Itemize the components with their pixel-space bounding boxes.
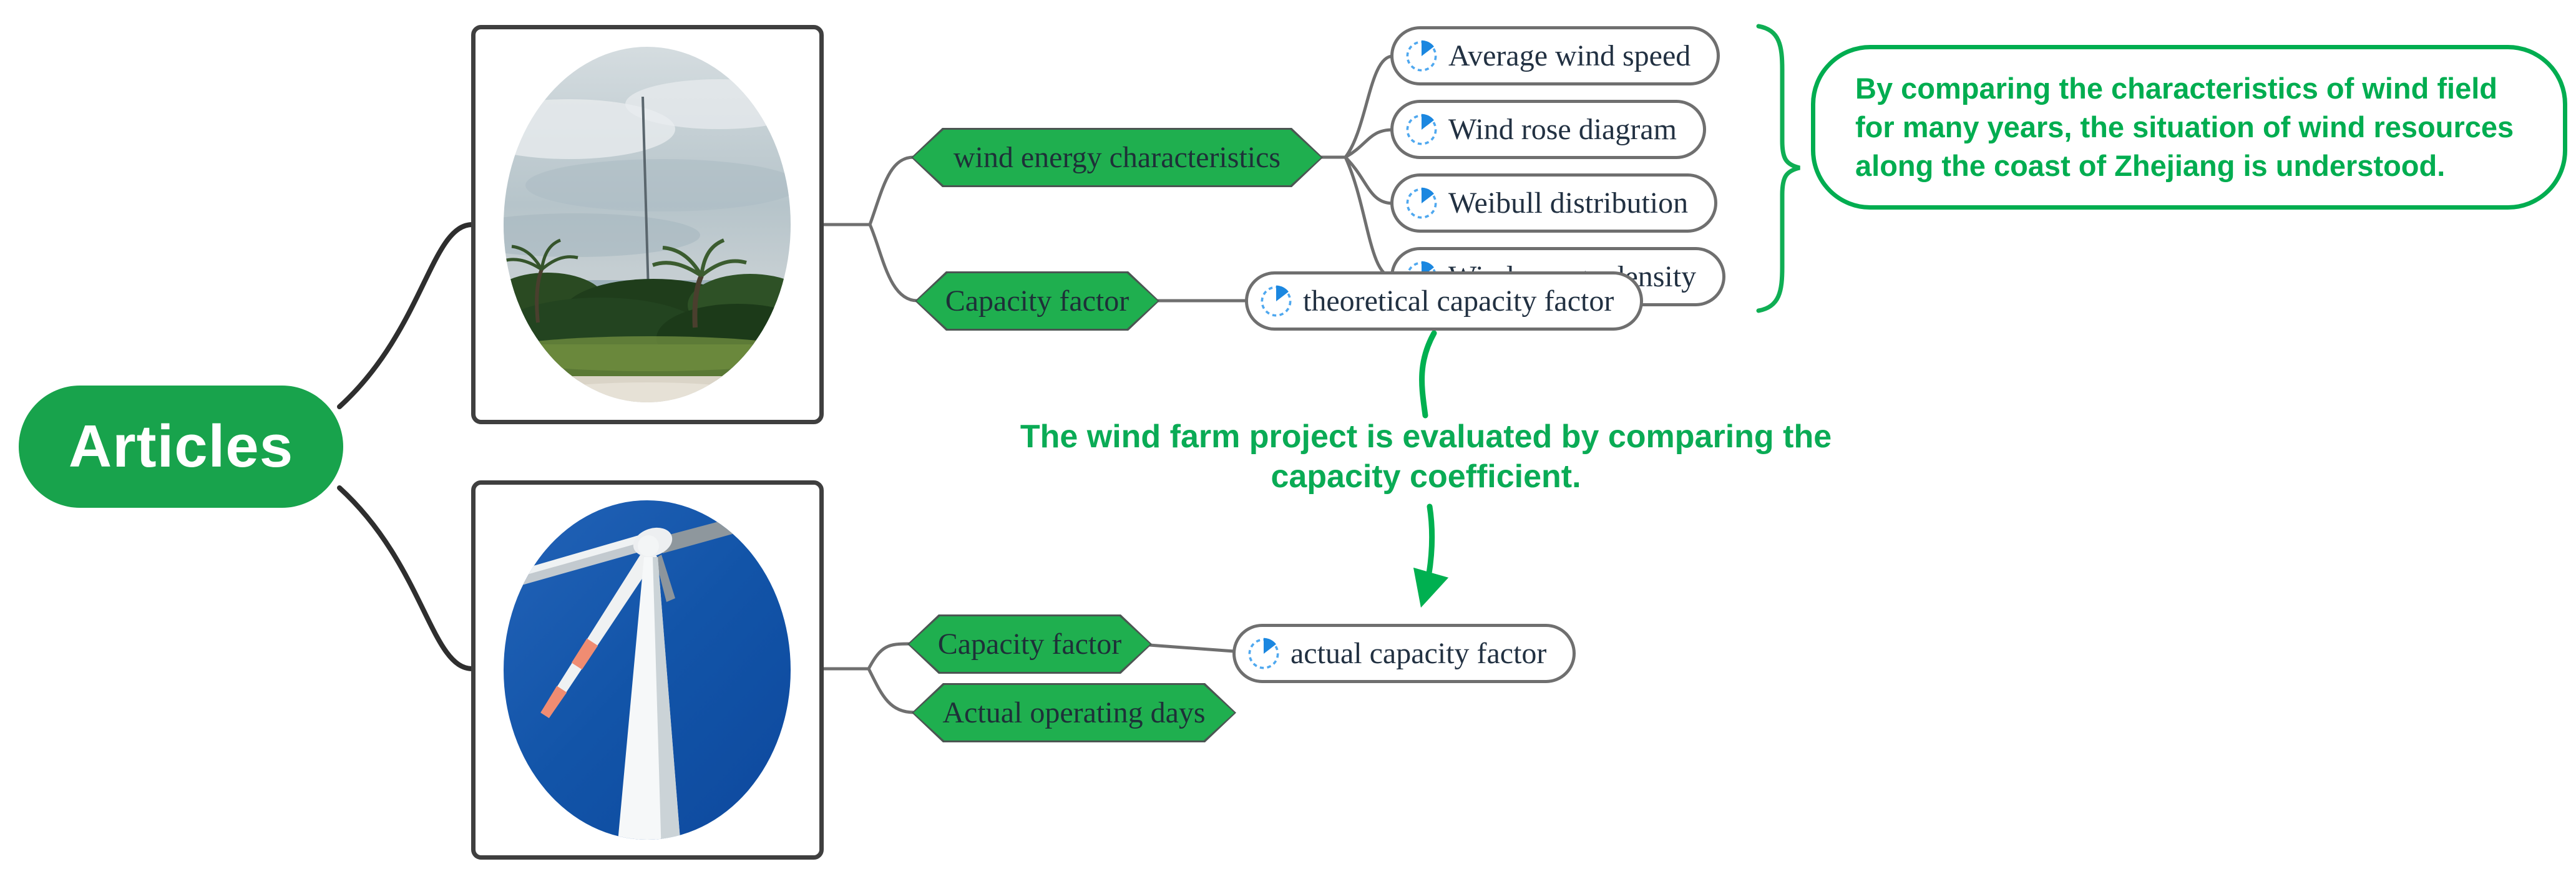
subtopic-average-wind-speed[interactable]: Average wind speed bbox=[1390, 26, 1720, 85]
pie-progress-icon bbox=[1261, 285, 1292, 316]
topic-label: actual capacity factor bbox=[1290, 637, 1547, 670]
relationship-text: The wind farm project is evaluated by co… bbox=[1020, 419, 1832, 495]
subtopic-label: Weibull distribution bbox=[1448, 187, 1689, 220]
tag-label: wind energy characteristics bbox=[953, 141, 1281, 174]
photo-topic-wind-turbine[interactable] bbox=[471, 480, 824, 860]
root-branch-curves bbox=[337, 222, 475, 671]
photo-topic-anemometer-tower[interactable] bbox=[471, 25, 824, 424]
relationship-arrow bbox=[1413, 330, 1449, 608]
tag-capacity-factor-top[interactable]: Capacity factor bbox=[915, 271, 1159, 331]
tag-label: Actual operating days bbox=[942, 696, 1206, 729]
tag-fill bbox=[917, 273, 1158, 329]
wind-turbine-photo bbox=[504, 500, 791, 840]
pie-progress-icon bbox=[1406, 40, 1437, 71]
topic-label: theoretical capacity factor bbox=[1303, 284, 1614, 318]
root-topic-label: Articles bbox=[68, 413, 294, 480]
curly-brace bbox=[1756, 24, 1800, 313]
tag-label: Capacity factor bbox=[937, 628, 1122, 661]
subtopic-label: Average wind speed bbox=[1448, 39, 1691, 72]
tag-capacity-factor-bottom[interactable]: Capacity factor bbox=[907, 614, 1152, 674]
subtopic-wind-rose-diagram[interactable]: Wind rose diagram bbox=[1390, 100, 1706, 159]
topic-actual-capacity-factor[interactable]: actual capacity factor bbox=[1232, 624, 1576, 683]
pie-progress-icon bbox=[1406, 114, 1437, 145]
callout-text: By comparing the characteristics of wind… bbox=[1855, 72, 2514, 182]
tag-label: Capacity factor bbox=[945, 284, 1129, 318]
topic-theoretical-capacity-factor[interactable]: theoretical capacity factor bbox=[1245, 271, 1644, 331]
pie-progress-icon bbox=[1248, 638, 1279, 669]
root-topic-articles[interactable]: Articles bbox=[19, 386, 343, 508]
tag-fill bbox=[913, 130, 1321, 185]
subtopic-label: Wind rose diagram bbox=[1448, 113, 1677, 146]
tag-actual-operating-days[interactable]: Actual operating days bbox=[912, 683, 1236, 742]
callout-note[interactable]: By comparing the characteristics of wind… bbox=[1811, 45, 2567, 210]
relationship-label[interactable]: The wind farm project is evaluated by co… bbox=[964, 417, 1888, 497]
tag-fill bbox=[909, 616, 1150, 672]
anemometer-tower-photo bbox=[504, 47, 791, 402]
tag-fill bbox=[914, 685, 1234, 740]
pie-progress-icon bbox=[1406, 187, 1437, 218]
subtopic-weibull-distribution[interactable]: Weibull distribution bbox=[1390, 173, 1718, 233]
tag-wind-energy-characteristics[interactable]: wind energy characteristics bbox=[911, 128, 1323, 187]
